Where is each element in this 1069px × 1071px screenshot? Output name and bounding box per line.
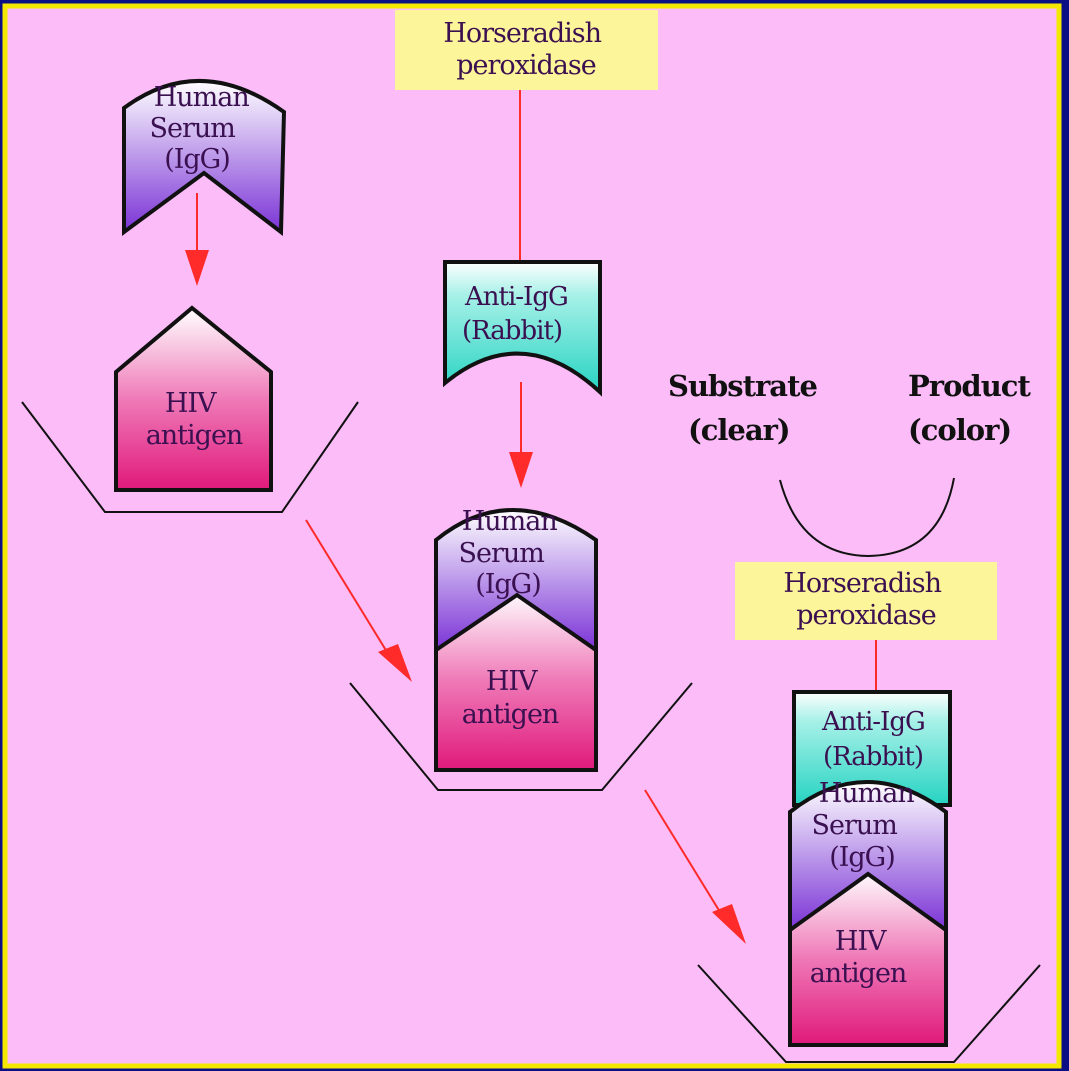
human-serum-shape-1 — [122, 79, 287, 236]
human-serum-label-3: Human Serum (IgG) — [812, 778, 922, 873]
hiv-antigen-label-1: HIV antigen — [146, 388, 243, 451]
reaction-arc — [779, 477, 955, 558]
well-2 — [349, 682, 693, 791]
arrow-stage2-to-stage3 — [644, 789, 729, 926]
hiv-antigen-label-3: HIV antigen — [810, 926, 907, 989]
human-serum-label-1: Human Serum (IgG) — [150, 82, 257, 175]
substrate-label: Substrate (clear) — [668, 369, 826, 447]
arrowhead-2 — [509, 452, 533, 488]
arrowhead-stage2-to-stage3 — [712, 904, 746, 944]
hrp-box-2 — [735, 562, 997, 640]
stage-2: Horseradish peroxidase Anti-IgG (Rabbit)… — [349, 10, 746, 944]
hrp-label-2: Horseradish peroxidase — [783, 568, 948, 631]
anti-igg-shape-2 — [792, 690, 952, 807]
product-label: Product (color) — [908, 369, 1039, 447]
stage-3: Substrate (clear) Product (color) Horser… — [668, 369, 1041, 1063]
arrowhead-1 — [185, 250, 209, 286]
hiv-antigen-label-2: HIV antigen — [462, 666, 559, 730]
human-serum-shape-2 — [434, 508, 598, 654]
arrowhead-stage1-to-stage2 — [378, 644, 412, 682]
well-3 — [697, 964, 1041, 1063]
anti-igg-label-1: Anti-IgG (Rabbit) — [462, 282, 575, 346]
human-serum-shape-3 — [788, 780, 948, 934]
hrp-label-1: Horseradish peroxidase — [443, 18, 608, 81]
anti-igg-shape-1 — [443, 260, 602, 397]
well-1 — [21, 401, 359, 513]
hrp-box-1 — [395, 10, 658, 90]
hiv-antigen-shape-1 — [114, 305, 273, 492]
arrow-stage1-to-stage2 — [305, 519, 396, 666]
stage-1: HIV antigen Human Serum (IgG) — [21, 79, 412, 682]
human-serum-label-2: Human Serum (IgG) — [459, 506, 565, 600]
anti-igg-label-2: Anti-IgG (Rabbit) — [821, 707, 932, 772]
